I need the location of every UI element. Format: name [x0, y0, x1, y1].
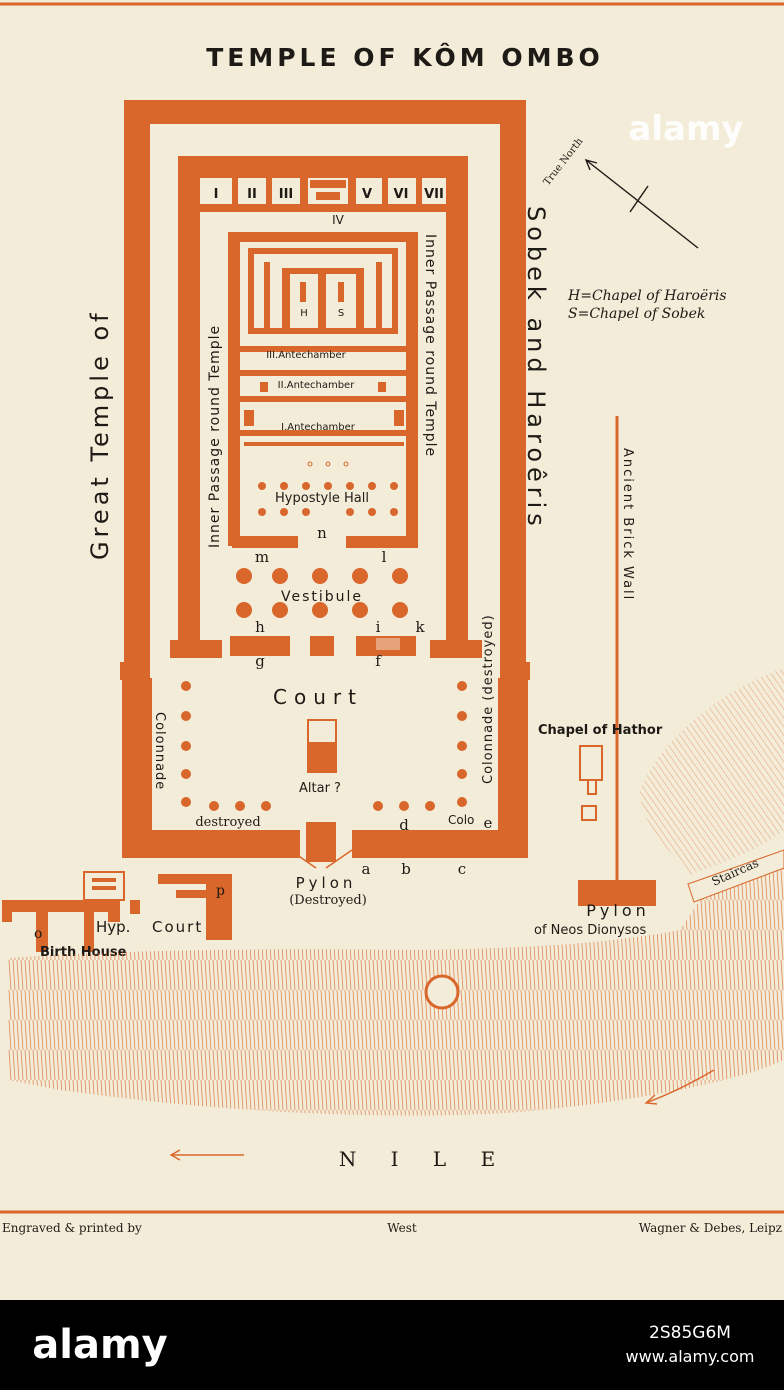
colonnade-right-label: Colonnade (destroyed): [481, 614, 496, 784]
marker-i: i: [376, 618, 381, 636]
altar-label: Altar ?: [299, 781, 341, 796]
footer-direction: West: [387, 1221, 417, 1235]
ancient-brick-wall-label: Ancient Brick Wall: [620, 448, 635, 601]
vestibule-columns: [236, 568, 408, 618]
legend-h: H=Chapel of Haroëris: [567, 288, 727, 304]
river-curve-hatching: [640, 668, 784, 875]
corner-watermark: alamy: [628, 109, 743, 149]
pylon-label: Pylon: [296, 874, 357, 892]
marker-c: c: [458, 860, 466, 878]
map-title: TEMPLE OF KÔM OMBO: [206, 42, 604, 72]
marker-o: o: [34, 926, 42, 942]
pylon-neos-dionysos-plan: [578, 880, 656, 906]
watermark-url: www.alamy.com: [626, 1347, 755, 1366]
watermark-logo: alamy: [32, 1322, 167, 1368]
inner-passage-right-label: Inner Passage round Temple: [422, 234, 438, 457]
chapel-row: [200, 178, 446, 212]
nile-label: N I L E: [339, 1147, 509, 1171]
hyp-label: Hyp.: [96, 918, 130, 936]
birth-house-plan: [2, 871, 232, 952]
true-north-arrow: [584, 158, 699, 249]
vestibule-label: Vestibule: [281, 589, 363, 605]
sanctuary-h-label: H: [300, 308, 308, 319]
great-temple-label: Great Temple of: [86, 309, 114, 560]
inner-passage-wall: [170, 156, 482, 658]
chapel-4-label: IV: [332, 213, 345, 227]
nilometer-well: [424, 974, 460, 1010]
altar: [307, 719, 337, 773]
neos-dionysos-label: of Neos Dionysos: [534, 923, 646, 938]
antechamber-1-label: I.Antechamber: [281, 422, 356, 433]
marker-a: a: [362, 860, 371, 878]
pylon-destroyed-label: (Destroyed): [289, 893, 367, 908]
nile-bank-hatching: [8, 850, 784, 1116]
marker-l: l: [382, 548, 387, 566]
marker-g: g: [255, 652, 265, 670]
vestibule-front-wall: [230, 636, 416, 656]
marker-b: b: [401, 860, 411, 878]
chapel-6-label: VI: [394, 187, 409, 202]
legend-s: S=Chapel of Sobek: [568, 306, 705, 322]
antechamber-3-label: III.Antechamber: [266, 350, 346, 361]
colonnade-right-bottom-label: Colo: [448, 813, 474, 827]
sobek-haroeris-label: Sobek and Haroêris: [522, 206, 550, 531]
chapel-5-label: V: [362, 187, 372, 202]
chapel-of-hathor-plan: [579, 745, 603, 821]
outer-enclosure-wall: [120, 100, 530, 858]
marker-k: k: [415, 618, 425, 636]
hypostyle-hall-label: Hypostyle Hall: [275, 491, 369, 506]
sanctuary-s-label: S: [338, 308, 344, 319]
marker-e: e: [484, 814, 493, 832]
watermark-bar: [0, 1300, 784, 1390]
chapel-of-hathor-label: Chapel of Hathor: [538, 723, 663, 738]
marker-n: n: [317, 524, 327, 542]
chapel-7-label: VII: [424, 187, 444, 202]
marker-m: m: [255, 548, 269, 566]
marker-f: f: [375, 652, 382, 670]
footer-engraver: Engraved & printed by: [2, 1221, 142, 1235]
pylon-right-label: Pylon: [586, 901, 650, 920]
birth-house-court-label: Court: [152, 918, 203, 936]
marker-d: d: [399, 816, 409, 834]
antechamber-2-label: II.Antechamber: [278, 380, 356, 391]
chapel-3-label: III: [279, 187, 294, 202]
destroyed-label: destroyed: [195, 815, 260, 830]
chapel-1-label: I: [214, 187, 219, 202]
marker-h: h: [255, 618, 265, 636]
river-flow-arrow: [169, 1149, 244, 1161]
temple-walls: [228, 232, 418, 548]
staircase: [687, 849, 784, 903]
main-pylon: [289, 822, 353, 869]
watermark-code: 2S85G6M: [649, 1323, 731, 1343]
marker-p: p: [216, 883, 225, 899]
court-label: Court: [273, 685, 363, 709]
river-current-arrow: [644, 1069, 715, 1105]
footer-publisher: Wagner & Debes, Leipz: [639, 1221, 782, 1235]
inner-passage-left-label: Inner Passage round Temple: [207, 325, 223, 548]
colonnade-left-label: Colonnade: [152, 712, 167, 790]
court-colonnade-columns: [181, 681, 467, 811]
chapel-2-label: II: [247, 187, 257, 202]
hypostyle-columns: [258, 461, 398, 516]
